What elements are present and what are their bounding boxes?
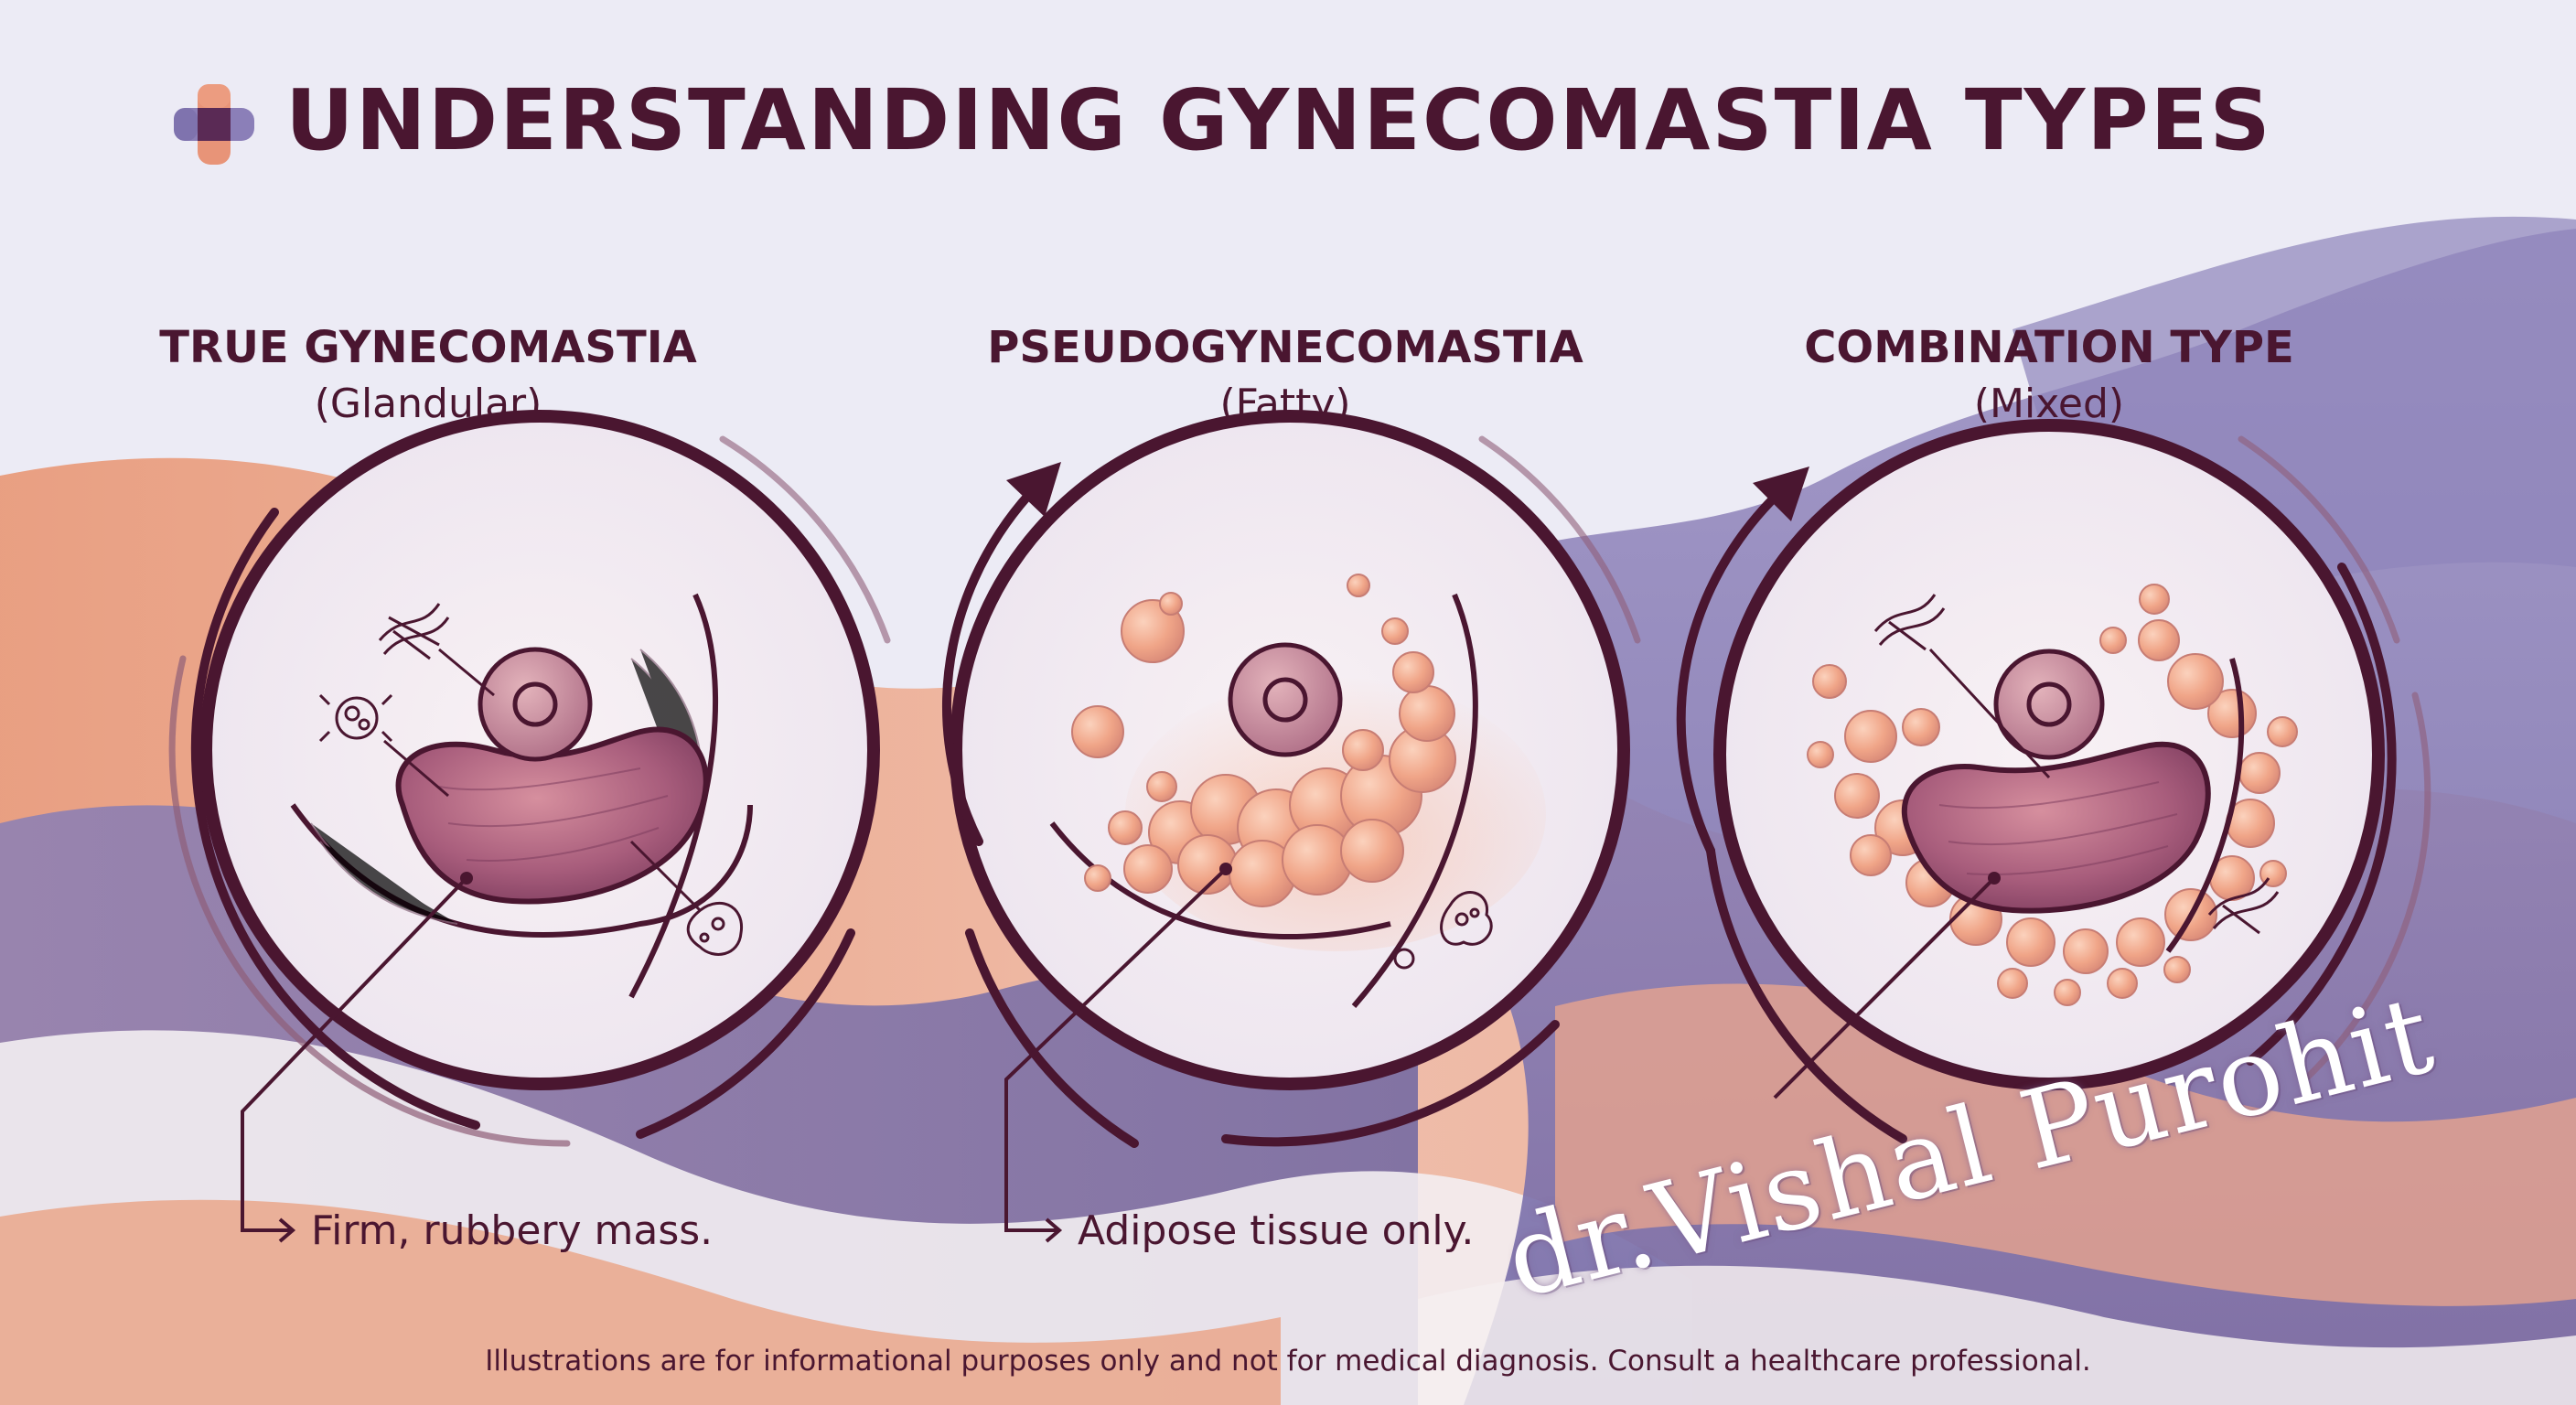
type-heading-true: TRUE GYNECOMASTIA (Glandular) <box>80 322 776 427</box>
cell-cluster-icon <box>318 693 393 743</box>
circle-pseudogynecomastia <box>950 410 1641 1243</box>
flow-arrow-2 <box>1676 467 1809 855</box>
glandular-mass <box>1901 741 2211 914</box>
fibrous-tissue-icon <box>2207 877 2280 935</box>
glandular-mass <box>395 726 709 905</box>
type-heading-combination: COMBINATION TYPE (Mixed) <box>1701 322 2397 427</box>
page-title: UNDERSTANDING GYNECOMASTIA TYPES <box>285 71 2272 169</box>
cell-icon <box>686 902 743 956</box>
light-wave-right <box>1418 1265 2576 1405</box>
type-name: COMBINATION TYPE <box>1804 322 2294 373</box>
cell-icon <box>1440 891 1493 946</box>
circle-combination-type <box>1706 419 2431 1143</box>
fat-globules <box>1071 574 1456 907</box>
flow-arrow-1 <box>942 462 1061 846</box>
caption-true: Firm, rubbery mass. <box>311 1207 714 1254</box>
disclaimer: Illustrations are for informational purp… <box>485 1345 2091 1378</box>
type-name: TRUE GYNECOMASTIA <box>159 322 697 373</box>
medical-cross-icon <box>174 84 254 165</box>
caption-pseudo: Adipose tissue only. <box>1078 1207 1475 1254</box>
fibrous-tissue-icon <box>1873 594 1946 651</box>
orange-wave-lower <box>0 1199 1281 1405</box>
circle-true-gynecomastia <box>168 410 891 1243</box>
type-name: PSEUDOGYNECOMASTIA <box>987 322 1583 373</box>
fibrous-tissue-icon <box>378 603 450 660</box>
